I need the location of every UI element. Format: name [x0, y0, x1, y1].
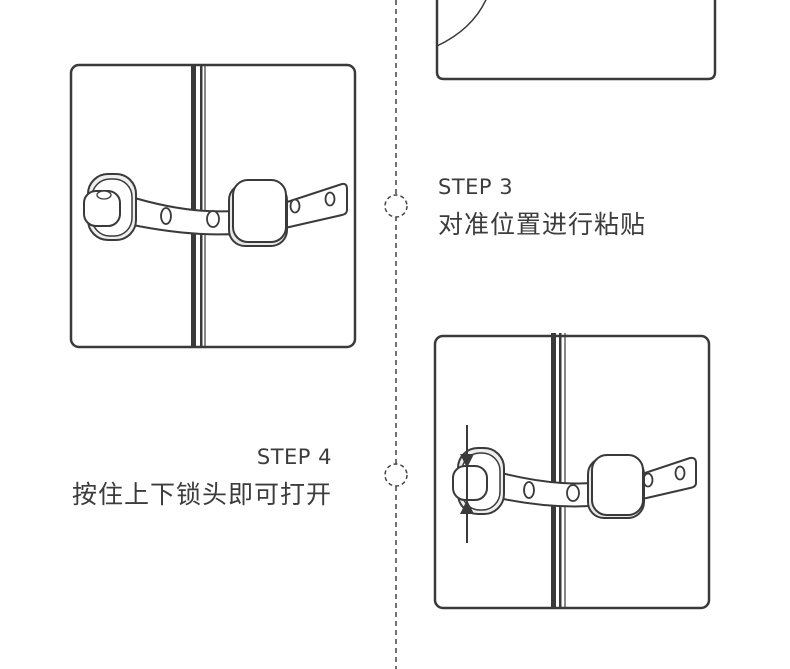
step4-description: 按住上下锁头即可打开	[71, 480, 332, 509]
step4-illustration	[433, 333, 711, 610]
cabinet-panel	[433, 334, 711, 610]
step3-marker	[384, 194, 408, 218]
press-arrows-icon	[460, 425, 474, 543]
door-seam	[191, 65, 196, 347]
top-partial-panel	[435, 0, 717, 81]
latch-knob	[452, 447, 505, 515]
cabinet-panel	[69, 63, 357, 349]
latch-knob	[83, 173, 137, 241]
adhesive-pad	[587, 454, 645, 519]
step3-label: STEP 3	[438, 175, 514, 199]
lock-strap	[127, 182, 348, 236]
step3-illustration	[69, 63, 357, 349]
step3-description: 对准位置进行粘贴	[438, 210, 647, 239]
step4-marker	[384, 463, 408, 487]
step4-label: STEP 4	[256, 445, 332, 469]
adhesive-pad	[228, 179, 288, 247]
door-seam	[551, 333, 556, 608]
